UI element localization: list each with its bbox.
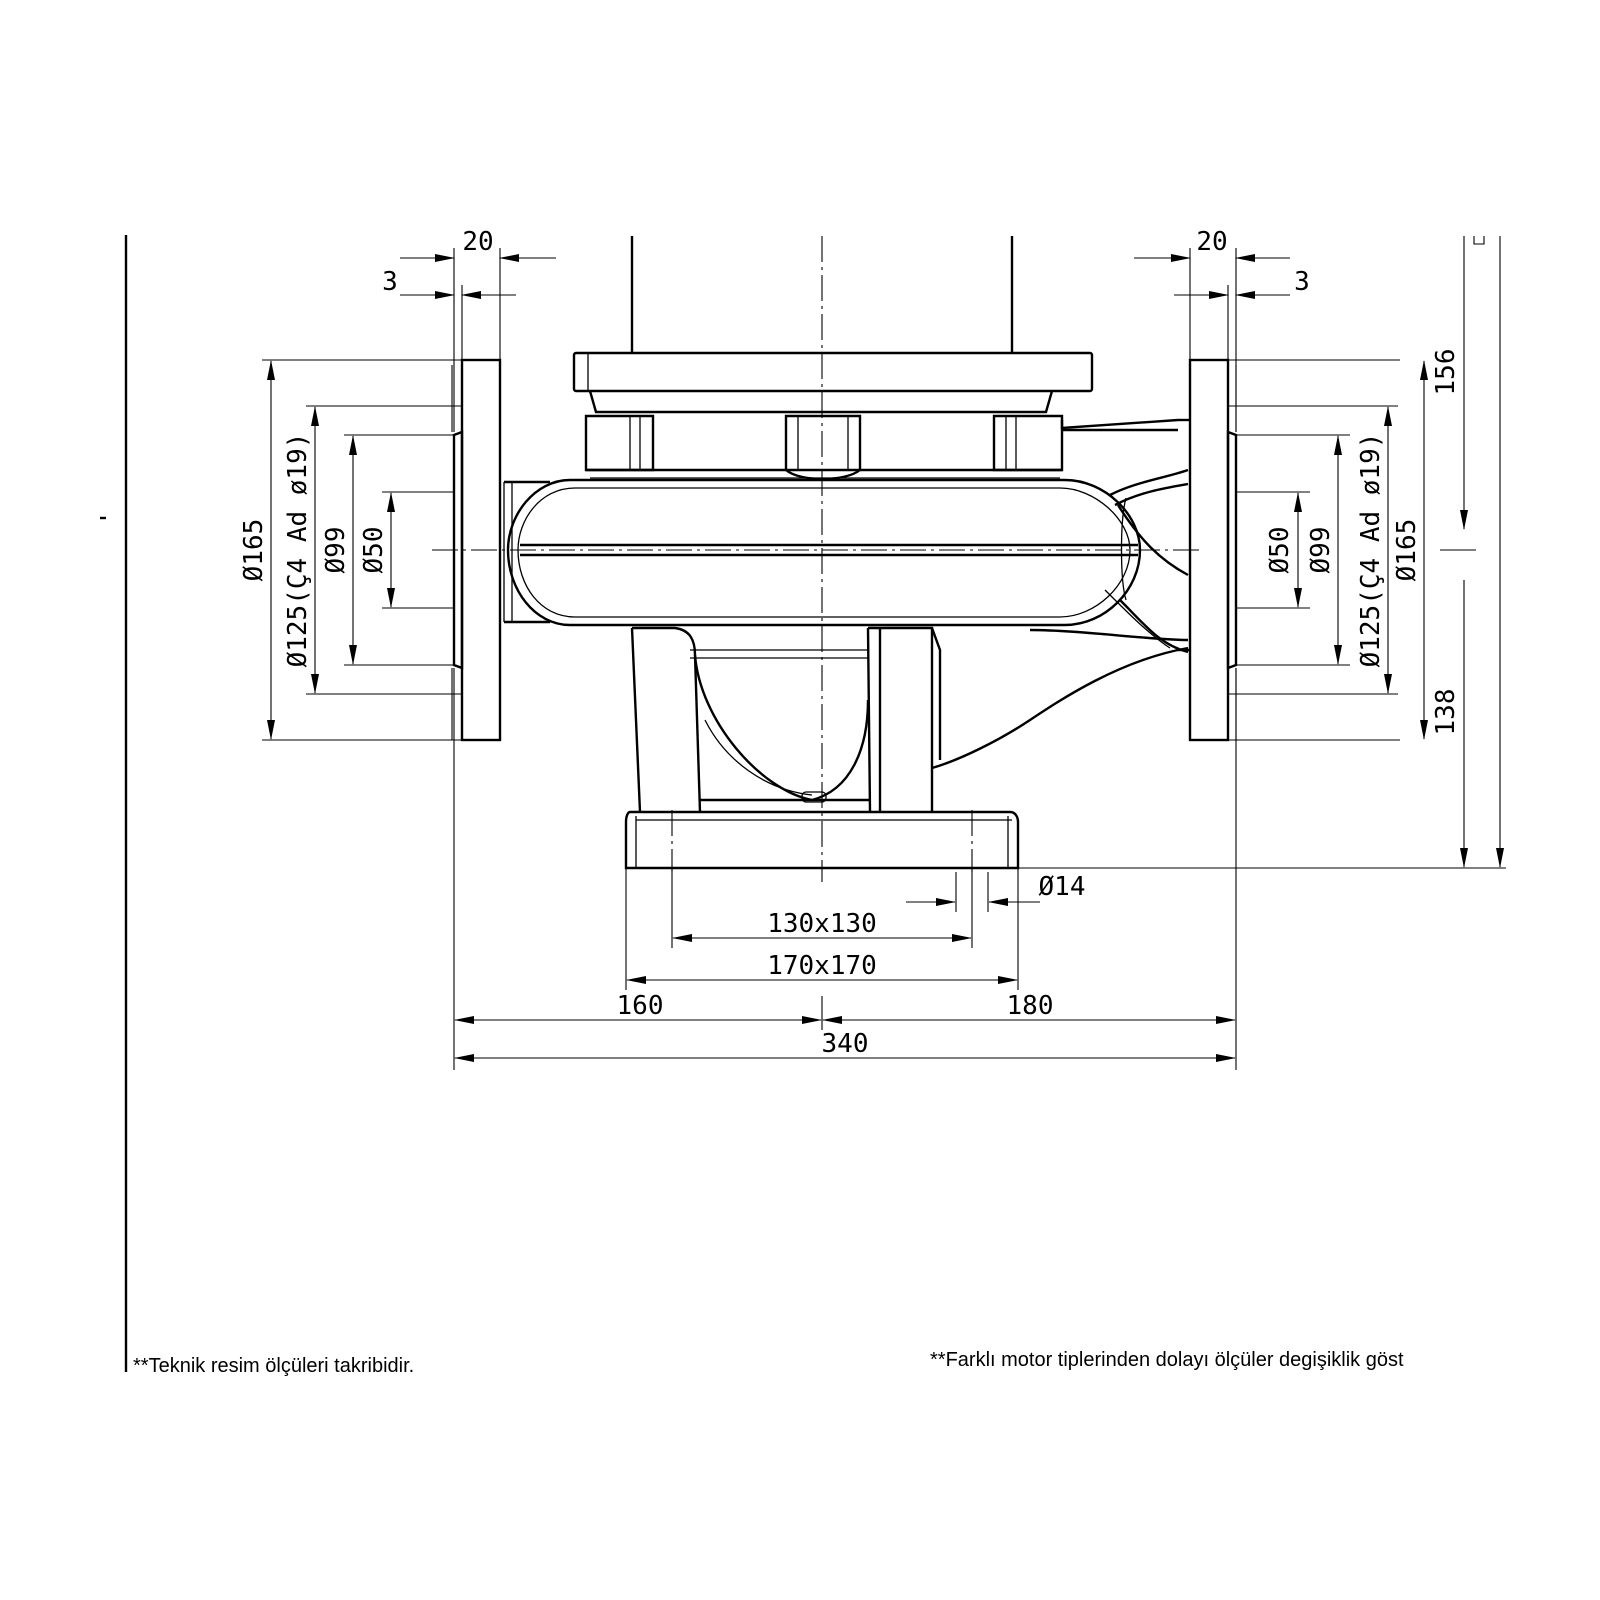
dimension-lines: [262, 236, 1506, 1070]
dim-height-lower: 138: [1431, 689, 1461, 736]
dim-height-upper: 156: [1431, 349, 1461, 396]
dim-base-hole: Ø14: [1039, 872, 1086, 902]
pump-pedestal: [630, 626, 942, 813]
dim-gasket-left: 3: [382, 267, 398, 297]
pump-casing: [506, 418, 1179, 627]
note-motor-variation: **Farklı motor tiplerinden dolayı ölçüle…: [930, 1349, 1404, 1371]
dim-base-size: 170x170: [767, 951, 877, 981]
dim-overall-length: 340: [822, 1029, 869, 1059]
note-approximate-dimensions: **Teknik resim ölçüleri takribidir.: [133, 1355, 415, 1377]
drawing-frame: [100, 235, 128, 1372]
dim-bore-left: Ø50: [359, 527, 389, 574]
dim-flange-od-right: Ø165: [1392, 519, 1422, 582]
dim-bore-right: Ø50: [1265, 527, 1295, 574]
dim-flange-thickness-right: 20: [1196, 227, 1227, 257]
left-flange: [451, 358, 502, 742]
motor-stand: [630, 236, 1014, 353]
left-nozzle: [503, 480, 550, 624]
right-nozzle: [931, 468, 1189, 770]
dim-bolt-circle-left: Ø125(Ç4 Ad ø19): [283, 433, 313, 668]
dim-raised-face-left: Ø99: [321, 527, 351, 574]
bolt-bosses: [584, 414, 1064, 481]
dim-raised-face-right: Ø99: [1306, 527, 1336, 574]
dim-center-to-right: 180: [1007, 991, 1054, 1021]
motor-flange-plate: [572, 351, 1094, 414]
dim-base-hole-spacing: 130x130: [767, 909, 877, 939]
dim-gasket-right: 3: [1294, 267, 1310, 297]
dim-bolt-circle-right: Ø125(Ç4 Ad ø19): [1356, 433, 1386, 668]
center-lines: [432, 236, 1200, 882]
dimension-labels: 20 3 20 3 Ø165 Ø125(Ç4 Ad ø19) Ø99 Ø50 Ø…: [239, 227, 1461, 1059]
dim-left-to-center: 160: [617, 991, 664, 1021]
dim-flange-od-left: Ø165: [239, 519, 269, 582]
dim-flange-thickness-left: 20: [462, 227, 493, 257]
